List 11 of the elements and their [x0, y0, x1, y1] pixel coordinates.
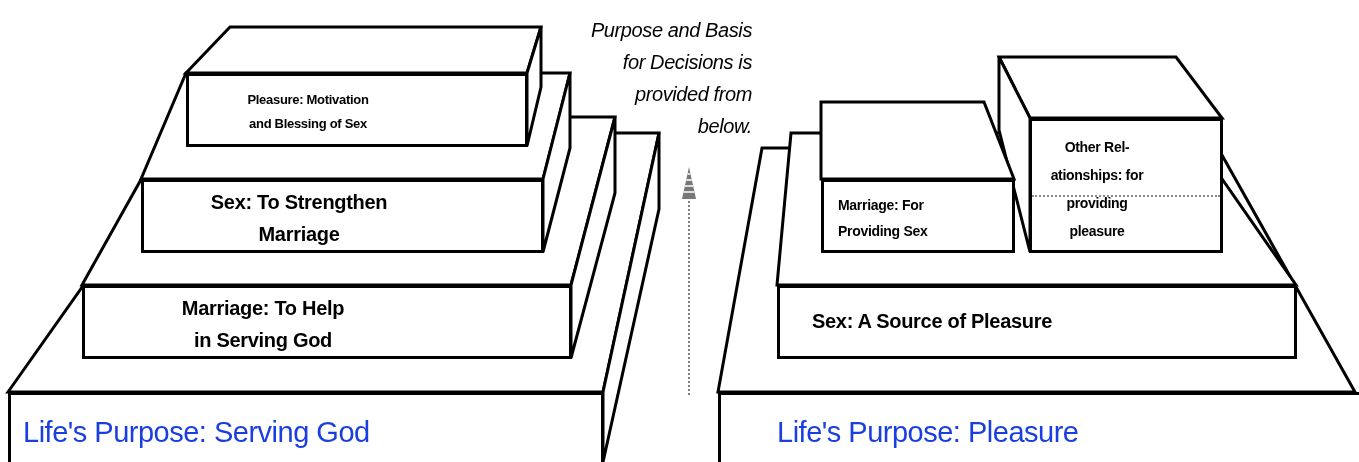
block-title: Life's Purpose: Serving God — [23, 415, 371, 449]
block-title: Life's Purpose: Pleasure — [777, 415, 1080, 449]
block-label: Marriage: To Help in Serving God — [180, 296, 346, 353]
block-label: Marriage: For Providing Sex — [838, 196, 929, 241]
block-label: Sex: A Source of Pleasure — [812, 309, 1053, 334]
block-label: Sex: To Strengthen Marriage — [209, 190, 389, 247]
block-label: Other Rel- ationships: for providing pleasure — [1049, 138, 1145, 241]
block-front — [718, 392, 1359, 462]
block-front — [777, 285, 1297, 359]
note-text: Purpose and Basis for Decisions is provided from below. — [589, 18, 752, 139]
block-label: Pleasure: Motivation and Blessing of Sex — [246, 91, 370, 133]
